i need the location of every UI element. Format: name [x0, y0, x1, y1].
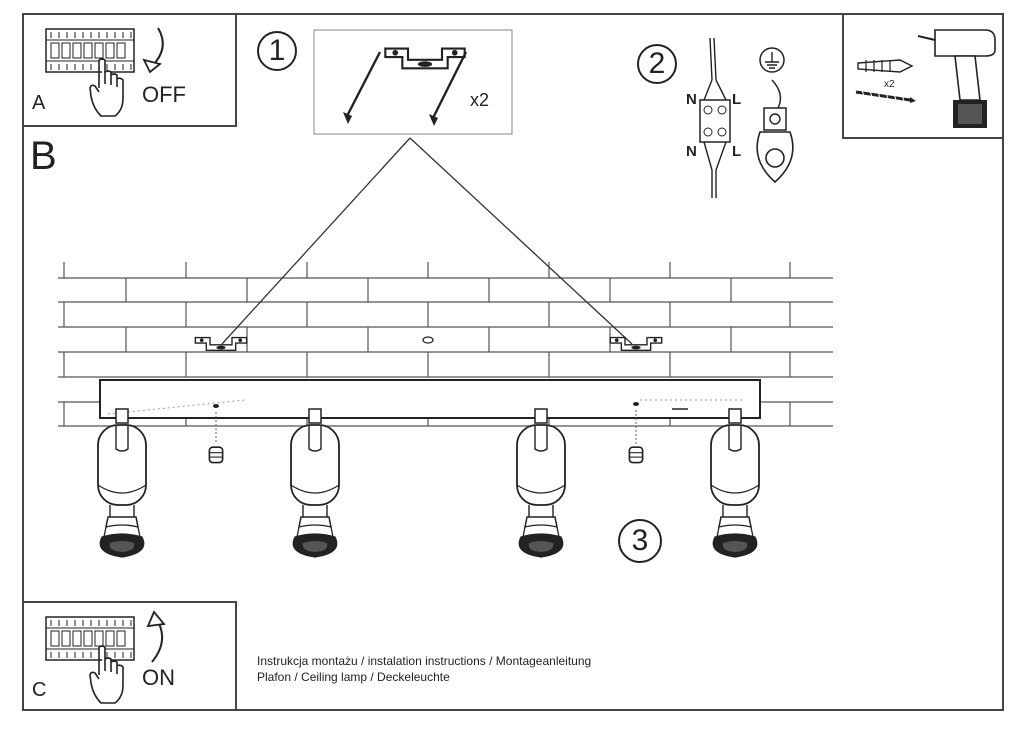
mounting-bracket-icon — [609, 336, 663, 352]
panel-c — [22, 601, 237, 711]
caption-line-2: Plafon / Ceiling lamp / Deckeleuchte — [257, 670, 450, 684]
mounting-bracket-icon — [194, 336, 248, 352]
leader-line-right — [409, 137, 633, 345]
caption-line-1: Instrukcja montażu / instalation instruc… — [257, 654, 592, 668]
step-two-number: 2 — [648, 47, 666, 80]
tools-quantity: x2 — [884, 79, 895, 90]
tools-panel — [842, 13, 1004, 139]
ceiling-lamp-icon — [97, 408, 147, 558]
step-one-quantity: x2 — [470, 90, 490, 110]
wire-label-n-bottom: N — [686, 143, 697, 160]
screw-icon — [208, 412, 224, 464]
outer-frame — [22, 13, 1004, 711]
ceiling-lamp-icon — [710, 408, 760, 558]
screw-icon — [855, 89, 916, 103]
step-one-number: 1 — [268, 34, 286, 67]
panel-a — [22, 13, 237, 127]
step-one-circle — [257, 31, 297, 71]
wire-label-l-bottom: L — [732, 143, 742, 160]
cable-hole — [422, 336, 434, 344]
ground-symbol-icon — [756, 47, 794, 184]
terminal-block-icon — [699, 37, 731, 198]
step-three-number: 3 — [631, 524, 649, 557]
step-two-circle — [637, 44, 677, 84]
panel-c-state: ON — [142, 665, 175, 690]
breaker-switch-icon — [45, 28, 135, 73]
brick-wall — [58, 262, 833, 427]
wire-label-n-top: N — [686, 91, 697, 108]
panel-a-state: OFF — [142, 82, 186, 107]
panel-c-letter: C — [32, 679, 47, 701]
screw-icon — [344, 51, 382, 119]
breaker-switch-icon — [45, 616, 135, 661]
screw-icon — [430, 51, 468, 121]
drill-icon — [917, 29, 996, 128]
lamp-base-plate — [99, 379, 761, 419]
leader-line-left — [221, 137, 411, 345]
step-three-circle — [618, 519, 662, 563]
panel-a-letter: A — [32, 92, 46, 114]
step-one-box — [313, 29, 513, 135]
panel-b-letter: B — [30, 134, 57, 178]
screw-icon — [628, 410, 644, 464]
wire-label-l-top: L — [732, 91, 742, 108]
ceiling-lamp-icon — [516, 408, 566, 558]
ceiling-lamp-icon — [290, 408, 340, 558]
wall-plug-icon — [857, 59, 914, 73]
